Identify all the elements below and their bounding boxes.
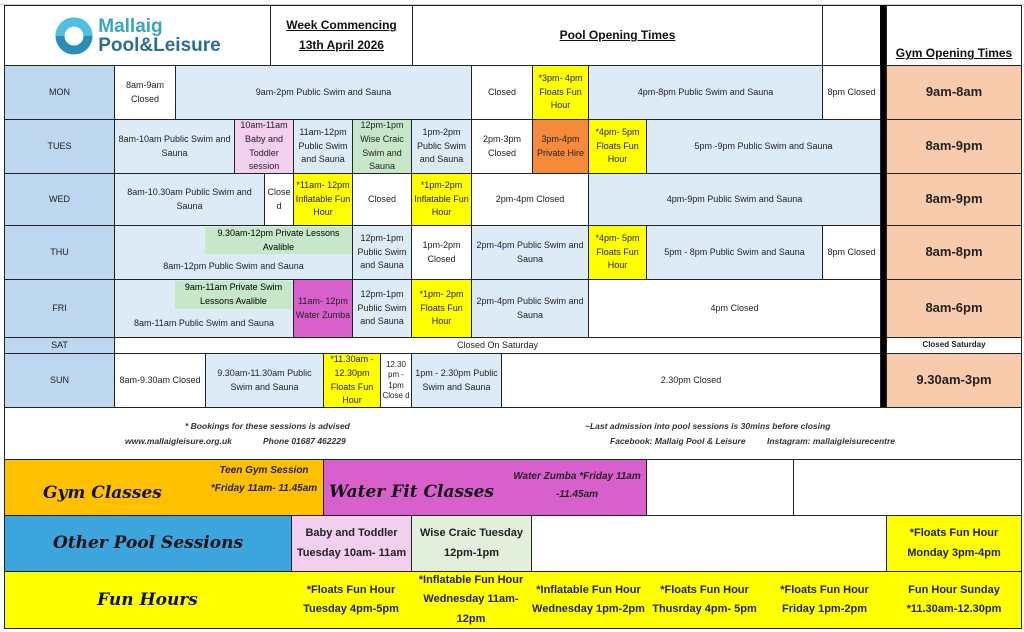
week-date: 13th April 2026: [299, 37, 384, 52]
session: 11am-12pm Public Swim and Sauna: [293, 119, 353, 174]
session: 9am-2pm Public Swim and Sauna: [175, 65, 472, 120]
gym-classes-label: Gym Classes: [43, 483, 162, 503]
phone: Phone 01687 462229: [263, 436, 346, 446]
session: 5pm -9pm Public Swim and Sauna: [646, 119, 881, 174]
session: 10am-11am Baby and Toddler session: [234, 119, 294, 174]
session: 4pm-9pm Public Swim and Sauna: [588, 173, 881, 226]
session: *1pm- 2pm Floats Fun Hour: [411, 279, 472, 338]
empty-header: [822, 5, 881, 66]
session: 2pm-4pm Public Swim and Sauna: [471, 279, 589, 338]
day-sun: SUN: [4, 353, 115, 408]
fun-hours-row: [4, 571, 1022, 629]
session: 3pm-4pm Private Hire: [532, 119, 589, 174]
day-tues: TUES: [4, 119, 115, 174]
day-wed: WED: [4, 173, 115, 226]
session: 1pm-2pm Closed: [411, 225, 472, 280]
water-fit-label: Water Fit Classes: [329, 482, 495, 502]
session: 2.30pm Closed: [501, 353, 881, 408]
session: 8am-9.30am Closed: [114, 353, 206, 408]
session: 11am- 12pm Water Zumba: [293, 279, 353, 338]
session: 12.30 pm - 1pm Close d: [380, 353, 412, 408]
logo-ring-icon: [55, 17, 93, 54]
session: 8am-9am Closed: [114, 65, 176, 120]
session: Closed: [352, 173, 412, 226]
logo-line2: Pool&Leisure: [98, 34, 221, 56]
session: Closed: [471, 65, 533, 120]
fun-hour-item: *Floats Fun Hour Friday 1pm-2pm: [780, 583, 869, 615]
session: 1pm - 2.30pm Public Swim and Sauna: [411, 353, 502, 408]
gym-hours-thu: 8am-8pm: [886, 225, 1022, 280]
session: 8am-10am Public Swim and Sauna: [114, 119, 235, 174]
private-lessons: 9am-11am Private Swim Lessons Avalible: [175, 281, 292, 309]
water-fit-item: Water Zumba *Friday 11am -11.45am: [513, 471, 641, 500]
last-admission-note: ~Last admission into pool sessions is 30…: [585, 421, 831, 431]
gym-hours-wed: 8am-9pm: [886, 173, 1022, 226]
website-link[interactable]: www.mallaigleisure.org.uk: [125, 436, 232, 446]
fun-hours-label: Fun Hours: [97, 589, 198, 610]
fun-hour-item: *Inflatable Fun Hour Wednesday 11am-12pm: [418, 574, 524, 625]
session: *11.30am - 12.30pm Floats Fun Hour: [323, 353, 381, 408]
other-session-item: Wise Craic Tuesday 12pm-1pm: [411, 515, 532, 572]
session: Close d: [264, 173, 294, 226]
session: *4pm- 5pm Floats Fun Hour: [588, 119, 647, 174]
fun-hour-item: *Inflatable Fun Hour Wednesday 1pm-2pm: [532, 583, 645, 615]
other-sessions-label: Other Pool Sessions: [4, 515, 292, 572]
day-mon: MON: [4, 65, 115, 120]
session: Closed On Saturday: [114, 337, 881, 354]
facebook: Facebook: Mallaig Pool & Leisure: [610, 436, 746, 446]
day-sat: SAT: [4, 337, 115, 354]
bookings-note: * Bookings for these sessions is advised: [185, 421, 350, 431]
gym-hours-mon: 9am-8am: [886, 65, 1022, 120]
empty-cell: [793, 459, 1022, 516]
session: 2pm-4pm Closed: [471, 173, 589, 226]
footer-notes: * Bookings for these sessions is advised…: [4, 407, 1022, 460]
session: 12pm-1pm Public Swim and Sauna: [352, 279, 412, 338]
private-lessons: 9.30am-12pm Private Lessons Avalible: [205, 227, 352, 254]
gym-classes: Gym Classes Teen Gym Session *Friday 11a…: [4, 459, 324, 516]
fun-hour-item: *Floats Fun Hour Thusrday 4pm- 5pm: [652, 583, 757, 615]
gym-hours-sun: 9.30am-3pm: [886, 353, 1022, 408]
divider: [880, 5, 886, 407]
session: 8am-10.30am Public Swim and Sauna: [114, 173, 265, 226]
week-label: Week Commencing: [286, 18, 397, 33]
week-commencing: Week Commencing 13th April 2026: [270, 5, 413, 66]
gym-hours-tues: 8am-9pm: [886, 119, 1022, 174]
instagram: Instagram: mallaigleisurecentre: [767, 436, 896, 446]
session: *11am- 12pm Inflatable Fun Hour: [293, 173, 353, 226]
session: 4pm Closed: [588, 279, 881, 338]
empty-cell: [531, 515, 887, 572]
gym-hours-fri: 8am-6pm: [886, 279, 1022, 338]
session: 9.30am-11.30am Public Swim and Sauna: [205, 353, 324, 408]
logo-cell: Mallaig Pool&Leisure: [4, 5, 271, 66]
other-session-item: *Floats Fun Hour Monday 3pm-4pm: [886, 515, 1022, 572]
day-thu: THU: [4, 225, 115, 280]
sheet-gridline: [0, 0, 1024, 5]
session: 1pm-2pm Public Swim and Sauna: [411, 119, 472, 174]
fun-hour-item: Fun Hour Sunday *11.30am-12.30pm: [906, 583, 1002, 615]
session: *3pm- 4pm Floats Fun Hour: [532, 65, 589, 120]
session: *4pm- 5pm Floats Fun Hour: [588, 225, 647, 280]
session: 4pm-8pm Public Swim and Sauna: [588, 65, 823, 120]
session: 5pm - 8pm Public Swim and Sauna: [646, 225, 823, 280]
session: 2pm-4pm Public Swim and Sauna: [471, 225, 589, 280]
session: 8pm Closed: [822, 225, 881, 280]
fun-hour-item: *Floats Fun Hour Tuesday 4pm-5pm: [303, 583, 399, 615]
day-fri: FRI: [4, 279, 115, 338]
other-session-item: Baby and Toddler Tuesday 10am- 11am: [291, 515, 412, 572]
logo-line1: Mallaig: [98, 15, 163, 37]
empty-cell: [646, 459, 794, 516]
water-fit-classes: Water Fit Classes Water Zumba *Friday 11…: [323, 459, 647, 516]
session: 2pm-3pm Closed: [471, 119, 533, 174]
pool-title: Pool Opening Times: [412, 5, 823, 66]
gym-hours-sat: Closed Saturday: [886, 337, 1022, 354]
gym-class-item: Teen Gym Session *Friday 11am- 11.45am: [210, 465, 318, 494]
session: *1pm-2pm Inflatable Fun Hour: [411, 173, 472, 226]
gym-title: Gym Opening Times: [886, 5, 1022, 66]
session: 12pm-1pm Public Swim and Sauna: [352, 225, 412, 280]
session: 12pm-1pm Wise Craic Swim and Sauna: [352, 119, 412, 174]
session: 8pm Closed: [822, 65, 881, 120]
